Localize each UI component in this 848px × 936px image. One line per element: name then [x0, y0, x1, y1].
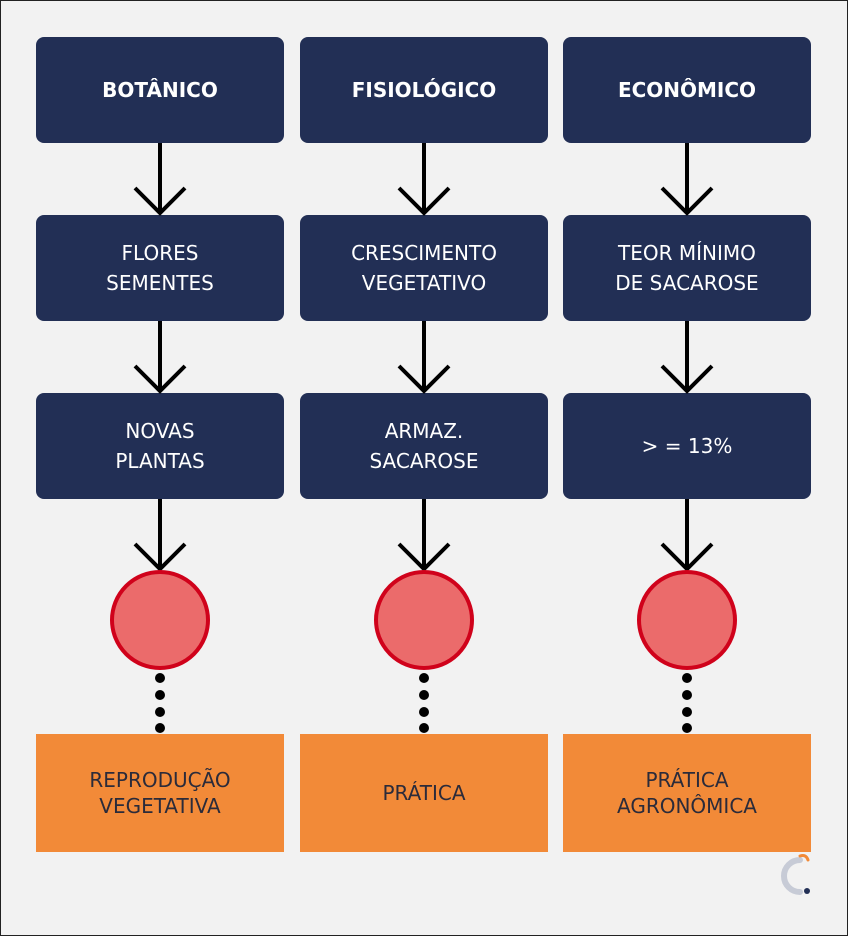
column-3-lower-box: > = 13% — [563, 393, 811, 499]
column-1-dotted-connector — [155, 673, 165, 733]
column-3-result-box: PRÁTICA AGRONÔMICA — [563, 734, 811, 852]
column-2-header-box: FISIOLÓGICO — [300, 37, 548, 143]
arrow-1-2 — [133, 321, 187, 394]
arrow-3-3 — [660, 499, 714, 572]
column-3-circle — [637, 570, 737, 670]
column-3-header-box: ECONÔMICO — [563, 37, 811, 143]
column-2-circle — [374, 570, 474, 670]
arrow-1-3 — [133, 499, 187, 572]
column-2-result-box: PRÁTICA — [300, 734, 548, 852]
arrow-2-3 — [397, 499, 451, 572]
column-3-dotted-connector — [682, 673, 692, 733]
arrow-3-2 — [660, 321, 714, 394]
column-1-lower-box: NOVAS PLANTAS — [36, 393, 284, 499]
column-3-middle-box: TEOR MÍNIMO DE SACAROSE — [563, 215, 811, 321]
arrow-2-2 — [397, 321, 451, 394]
c-logo-icon — [781, 854, 810, 895]
column-2-lower-box: ARMAZ. SACAROSE — [300, 393, 548, 499]
column-2-dotted-connector — [419, 673, 429, 733]
arrow-3-1 — [660, 143, 714, 216]
column-1-circle — [110, 570, 210, 670]
arrow-2-1 — [397, 143, 451, 216]
arrow-1-1 — [133, 143, 187, 216]
column-1-result-box: REPRODUÇÃO VEGETATIVA — [36, 734, 284, 852]
column-1-header-box: BOTÂNICO — [36, 37, 284, 143]
column-2-middle-box: CRESCIMENTO VEGETATIVO — [300, 215, 548, 321]
column-1-middle-box: FLORES SEMENTES — [36, 215, 284, 321]
